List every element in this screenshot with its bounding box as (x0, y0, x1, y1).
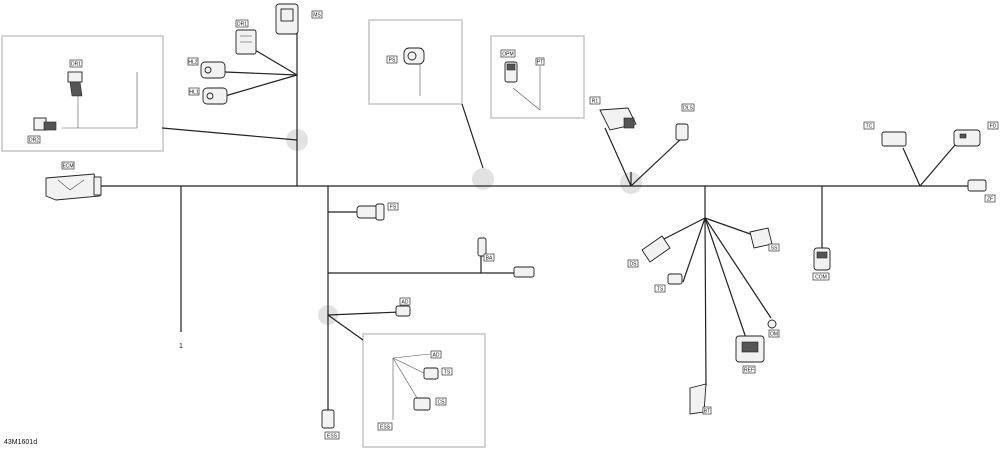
svg-text:REF: REF (744, 368, 754, 374)
svg-text:SS: SS (771, 246, 778, 252)
label-fs: FS (387, 202, 399, 211)
svg-text:ZF: ZF (987, 197, 993, 203)
label-opm: OPM (500, 49, 516, 58)
com-connector (813, 247, 831, 271)
label-ps: PS (386, 55, 398, 64)
label-ess2: ESS (377, 422, 393, 431)
drawing-code: 43M1601d (4, 439, 37, 446)
label-dr2: DR2 (27, 135, 41, 144)
zf-connector (967, 179, 987, 192)
label-ess: ESS (324, 431, 340, 440)
svg-text:COM: COM (815, 275, 827, 281)
svg-text:BA: BA (486, 256, 493, 262)
hl1-connector (202, 87, 228, 105)
svg-text:CS: CS (438, 400, 446, 406)
inset-frame-opm (490, 35, 585, 119)
label-r1: R1 (589, 96, 601, 105)
svg-text:AD: AD (433, 353, 440, 359)
inset-leaders (62, 60, 541, 420)
fd-connector (953, 129, 981, 147)
label-ba: BA (483, 253, 495, 262)
callout-number: 1 (179, 343, 183, 350)
svg-text:ESS: ESS (380, 425, 391, 431)
label-ad: AD (399, 297, 411, 306)
ess-connector (321, 409, 335, 429)
ms-connector (275, 3, 299, 35)
label-ecm: ECM (61, 161, 75, 170)
harness-trunk (100, 23, 970, 412)
svg-text:BT: BT (704, 409, 710, 415)
ecm-module (45, 173, 102, 201)
r1-relay (599, 107, 637, 131)
label-com: COM (812, 272, 830, 281)
dr2-sensor (33, 117, 57, 131)
label-dls: DLS (681, 103, 695, 112)
svg-text:FS: FS (390, 205, 397, 211)
svg-text:DR2: DR2 (29, 138, 39, 144)
label-om: OM (768, 329, 780, 338)
label-fd: FD (987, 121, 999, 130)
label-ts2: TS (441, 367, 453, 376)
svg-text:TS: TS (444, 370, 451, 376)
dls-connector (675, 123, 689, 141)
label-hl2: HL2 (187, 57, 199, 66)
opm-sensor (504, 61, 518, 83)
svg-text:DS: DS (630, 262, 638, 268)
svg-text:DR1: DR1 (71, 62, 81, 68)
svg-text:PT: PT (537, 60, 543, 66)
ac-connector (513, 266, 535, 278)
svg-text:TC: TC (866, 124, 873, 130)
svg-text:FD: FD (990, 124, 997, 130)
ad-connector (395, 305, 411, 317)
label-pt: PT (535, 57, 545, 66)
svg-text:HL2: HL2 (188, 60, 197, 66)
svg-text:MS: MS (313, 13, 321, 19)
om-sensor (767, 319, 777, 329)
svg-text:ESS: ESS (327, 434, 338, 440)
label-dr1: DR1 (69, 59, 83, 68)
inset-frame-bottom (362, 333, 486, 448)
hl2-connector (200, 61, 226, 79)
label-tc: TC (863, 121, 875, 130)
svg-text:R1: R1 (592, 99, 599, 105)
ps-sensor (403, 47, 425, 65)
label-ts: TS (654, 284, 666, 293)
label-ad2: AD (430, 350, 442, 359)
label-bt: BT (702, 406, 712, 415)
label-hl1: HL1 (188, 87, 200, 96)
svg-text:OPM: OPM (502, 52, 513, 58)
ts2-connector (423, 367, 439, 380)
label-dr1-connector: DR1 (235, 19, 249, 28)
svg-text:DR1: DR1 (237, 22, 247, 28)
dr1-connector (235, 29, 257, 55)
label-ms: MS (311, 10, 323, 19)
label-ss: SS (768, 243, 780, 252)
ref-connector (735, 335, 765, 363)
label-zf: ZF (984, 194, 996, 203)
label-ref: REF (742, 365, 756, 374)
ts-connector (667, 273, 683, 285)
cs-connector (413, 397, 431, 411)
ba-connector (477, 237, 487, 257)
svg-text:TS: TS (657, 287, 664, 293)
svg-text:PS: PS (389, 58, 396, 64)
label-ds: DS (627, 259, 639, 268)
svg-text:HL1: HL1 (189, 90, 198, 96)
fs-connector (356, 203, 385, 221)
ds-connector (641, 235, 671, 263)
svg-text:OM: OM (770, 332, 778, 338)
inset-frame-ps (368, 19, 463, 105)
svg-text:DLS: DLS (683, 106, 693, 112)
splice-markers (286, 129, 642, 325)
svg-text:AD: AD (402, 300, 409, 306)
svg-text:ECM: ECM (62, 164, 73, 170)
label-cs: CS (435, 397, 447, 406)
inset-frame-left (1, 35, 164, 152)
tc-connector (881, 131, 907, 147)
dr1-sensor (67, 71, 83, 97)
